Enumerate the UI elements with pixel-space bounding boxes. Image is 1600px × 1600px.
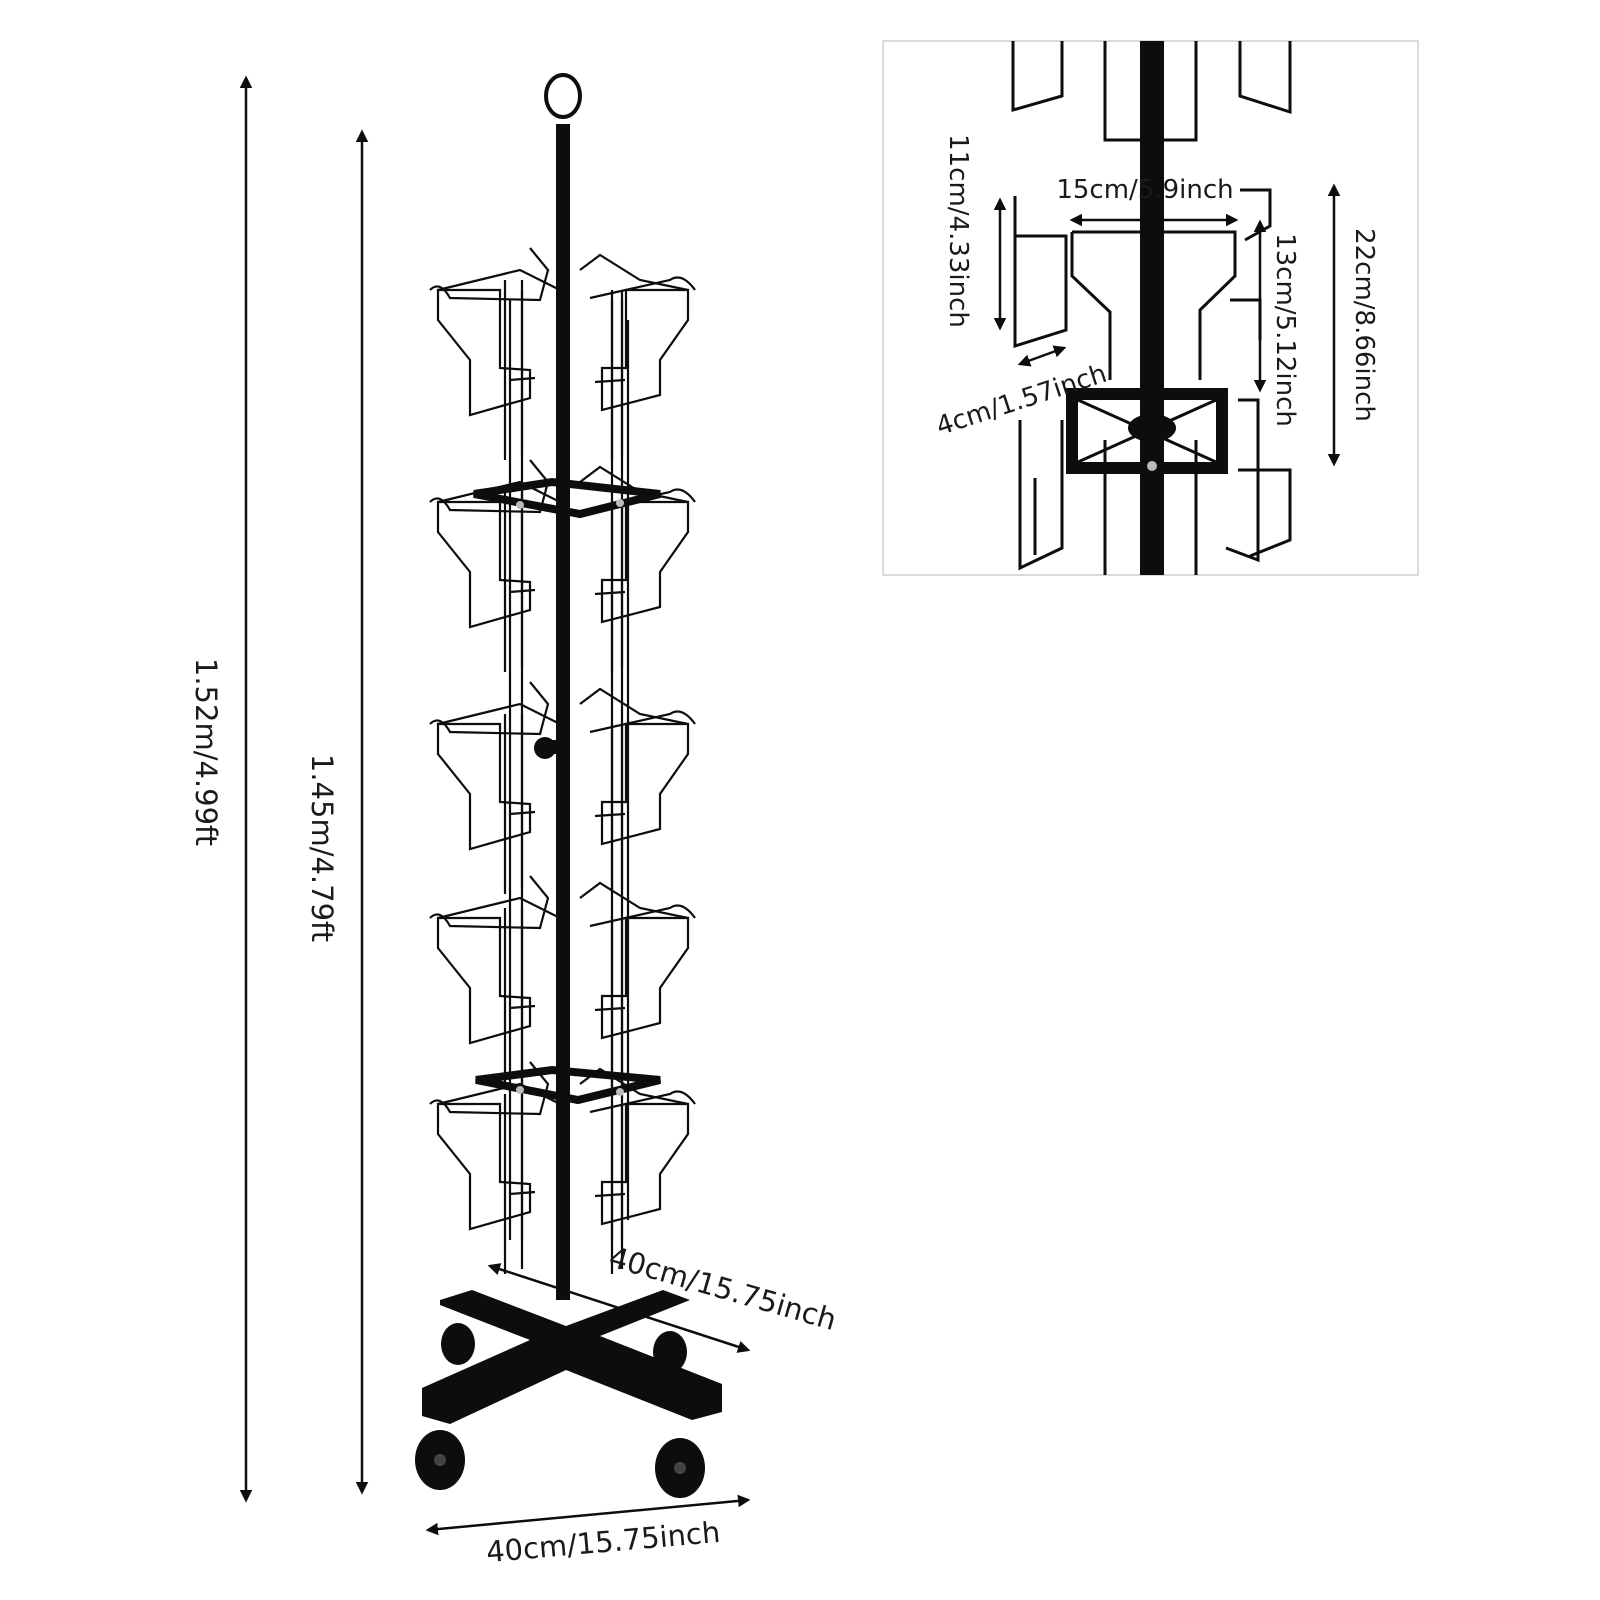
- back-height-label: 13cm/5.12inch: [1270, 233, 1300, 427]
- dimension-total-height: 1.52m/4.99ft: [189, 75, 253, 1503]
- detail-inset: 11cm/4.33inch 15cm/5.9inch 4cm/1.57inch …: [882, 40, 1419, 576]
- dimension-back-height: 13cm/5.12inch: [1253, 219, 1300, 427]
- dimension-pocket-height: 11cm/4.33inch: [943, 134, 1007, 331]
- dimension-rack-height: 1.45m/4.79ft: [305, 129, 369, 1495]
- inset-mounting-plate: [1066, 388, 1228, 474]
- pocket-width-label: 15cm/5.9inch: [1056, 175, 1233, 205]
- base-depth-label: 40cm/15.75inch: [605, 1240, 840, 1337]
- dimension-pocket-width: 15cm/5.9inch: [1056, 175, 1239, 227]
- mounting-plate-upper: [473, 477, 661, 519]
- hanging-ring: [544, 73, 582, 119]
- adjustment-knob: [534, 737, 558, 759]
- tier-spacing-label: 22cm/8.66inch: [1349, 228, 1379, 422]
- rack-height-label: 1.45m/4.79ft: [305, 754, 339, 942]
- dimension-base-width: 40cm/15.75inch: [425, 1494, 751, 1569]
- total-height-label: 1.52m/4.99ft: [189, 658, 223, 846]
- pocket-height-label: 11cm/4.33inch: [943, 134, 973, 328]
- dimension-tier-spacing: 22cm/8.66inch: [1327, 183, 1379, 467]
- mounting-plate-lower: [475, 1065, 661, 1105]
- wire-tiers: [429, 247, 696, 1274]
- base-width-label: 40cm/15.75inch: [485, 1515, 722, 1569]
- center-pole: [556, 124, 570, 1300]
